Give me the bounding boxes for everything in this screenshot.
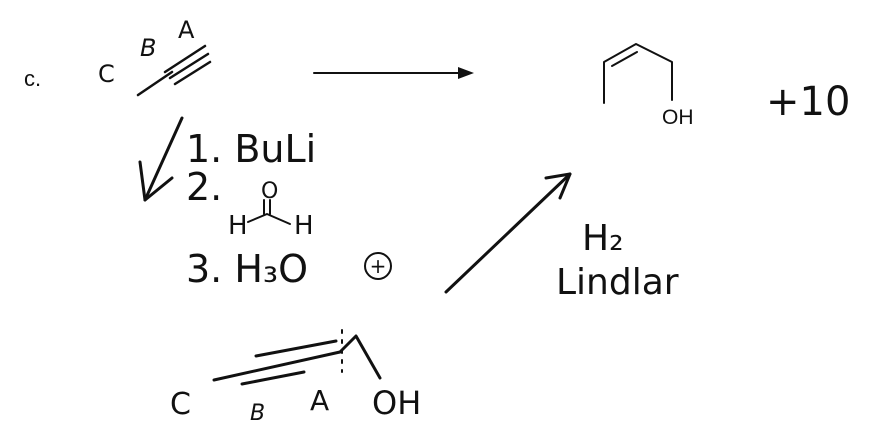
starting-alkyne: C B A bbox=[98, 16, 212, 97]
intermediate-triple-bond-lower bbox=[240, 370, 306, 386]
score-mark: +10 bbox=[766, 79, 850, 125]
intermediate-label-a: A bbox=[310, 384, 329, 417]
reagent-2: 2. bbox=[186, 165, 222, 209]
triple-bond-line-2 bbox=[168, 52, 210, 80]
cis-double-bond bbox=[611, 51, 638, 67]
intermediate-label-c: C bbox=[170, 387, 191, 422]
formaldehyde-o: O bbox=[261, 179, 278, 204]
single-bond bbox=[136, 70, 174, 97]
product-skeleton bbox=[603, 43, 673, 104]
intermediate-triple-bond-top bbox=[254, 339, 338, 358]
positive-charge: + bbox=[364, 252, 392, 280]
reagent-1: 1. BuLi bbox=[186, 127, 316, 171]
formaldehyde-h-left: H bbox=[228, 211, 248, 241]
charge-circle bbox=[364, 252, 392, 280]
forward-arrow bbox=[313, 67, 474, 79]
step-two-reagents: H₂ Lindlar bbox=[556, 218, 679, 303]
hydrogen-label: H₂ bbox=[582, 218, 624, 259]
intermediate-single-bond bbox=[212, 350, 342, 382]
problem-label: c. bbox=[24, 66, 41, 91]
down-arrowhead bbox=[138, 160, 174, 202]
triple-bond-line-3 bbox=[173, 60, 212, 86]
up-arrowhead bbox=[544, 172, 572, 200]
formaldehyde-structure: O H H bbox=[228, 179, 314, 241]
intermediate-structure: C B A OH bbox=[170, 329, 421, 424]
atom-label-c: C bbox=[98, 60, 115, 88]
lindlar-label: Lindlar bbox=[556, 262, 679, 303]
formaldehyde-h-right: H bbox=[294, 211, 314, 241]
up-arrow bbox=[444, 172, 572, 294]
forward-arrowhead bbox=[458, 67, 474, 79]
charge-sign: + bbox=[370, 254, 387, 278]
reagent-3: 3. H₃O bbox=[186, 247, 308, 291]
atom-label-a: A bbox=[178, 16, 195, 44]
intermediate-oh-label: OH bbox=[372, 384, 421, 422]
product-oh-label: OH bbox=[662, 106, 694, 129]
product-structure: OH bbox=[603, 43, 694, 129]
down-arrow bbox=[138, 116, 184, 202]
intermediate-label-b: B bbox=[250, 401, 265, 424]
triple-bond-line-1 bbox=[163, 44, 207, 74]
step-one-reagents: 1. BuLi 2. O H H 3. H₃O + bbox=[186, 127, 392, 291]
intermediate-ch2-oh-bonds bbox=[338, 334, 382, 380]
atom-label-b: B bbox=[140, 34, 156, 62]
